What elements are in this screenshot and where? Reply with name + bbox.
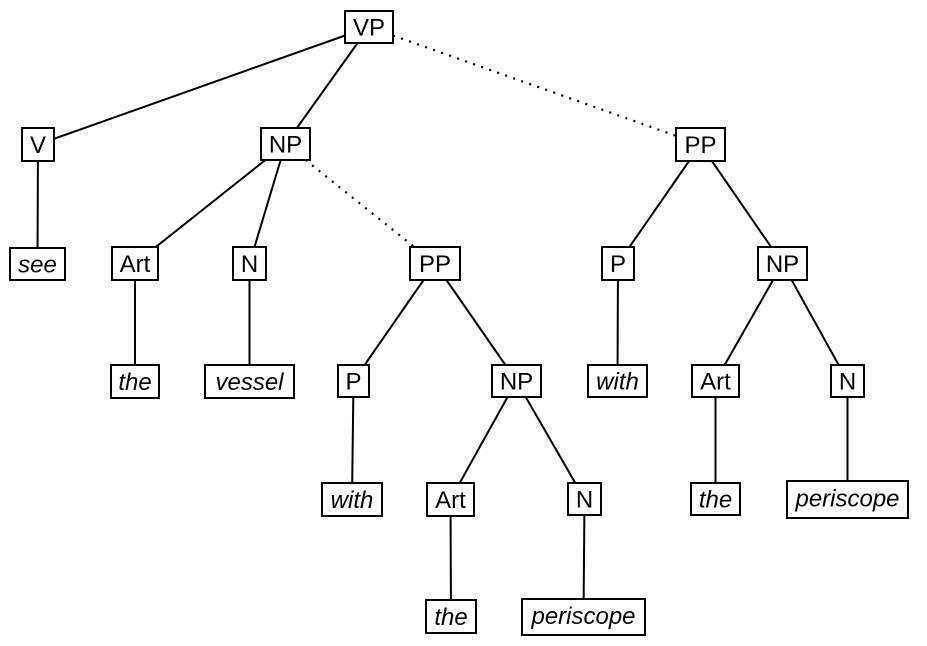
np_obj-box [260,127,311,161]
node-n_left: N [232,246,267,281]
vp-box [344,10,394,44]
the_right-box [690,482,741,516]
pp_mid-label: PP [419,251,451,278]
p_mid-label: P [345,369,361,396]
n_left-box [232,246,267,281]
leaf-with_right: with [587,364,648,398]
leaf-see: see [9,247,66,281]
np_mid-box [491,364,542,398]
see-label: see [18,252,57,279]
art_right-label: Art [700,369,731,396]
leaf-vessel: vessel [204,364,295,399]
edge-p_right-with_right [616,263,619,382]
edge-v-see [36,144,39,265]
p_mid-box [337,364,370,398]
node-art_right: Art [691,364,740,398]
art_right-box [691,364,740,398]
edge-np_obj-n_left [248,143,287,264]
node-pp_mid: PP [409,246,461,281]
periscope_mid-label: periscope [530,603,635,630]
vessel-box [204,364,295,399]
with_mid-box [321,482,383,517]
node-v: V [21,127,55,162]
art_left-box [111,246,159,281]
pp_mid-box [409,246,461,281]
with_mid-label: with [331,487,374,514]
edge-np_right-n_right [781,263,849,382]
node-pp_right: PP [675,127,726,162]
edge-p_mid-with_mid [351,380,355,500]
the_left-label: the [118,369,151,396]
node-np_obj: NP [260,127,311,161]
edge-vp-v [37,26,370,146]
with_right-label: with [596,369,639,396]
edge-art_mid-the_mid [449,499,452,617]
edge-pp_mid-p_mid [352,262,436,382]
the_mid-label: the [434,604,467,631]
leaf-the_right: the [690,482,741,516]
node-art_left: Art [111,246,159,281]
node-np_right: NP [757,246,808,281]
the_mid-box [425,599,477,634]
the_left-box [110,364,160,399]
edge-np_mid-art_mid [449,380,518,500]
see-box [9,247,66,281]
v-label: V [30,132,46,159]
edge-vp-np_obj [284,26,370,145]
node-vp: VP [344,10,394,44]
np_mid-label: NP [500,369,533,396]
leaf-periscope_mid: periscope [521,598,646,636]
edge-vp-pp_right-alternative-attachment [368,25,701,146]
edge-n_mid-periscope_mid [582,498,586,618]
edge-np_mid-n_mid [515,380,586,500]
node-art_mid: Art [426,482,475,517]
edge-np_obj-pp_mid-alternative-attachment [284,143,436,265]
node-n_right: N [830,364,865,398]
n_mid-label: N [576,487,593,514]
with_right-box [587,364,648,398]
p_right-box [601,246,635,281]
edge-np_right-art_right [714,263,784,382]
edge-pp_right-np_right [699,143,784,265]
edge-pp_mid-np_mid [434,262,518,382]
edge-pp_right-p_right [617,143,702,265]
n_right-box [830,364,865,398]
art_mid-box [426,482,475,517]
leaf-periscope_right: periscope [786,480,909,519]
periscope_mid-box [521,598,646,636]
node-p_mid: P [337,364,370,398]
periscope_right-box [786,480,909,519]
edge-np_obj-art_left [134,143,287,265]
node-p_right: P [601,246,635,281]
art_left-label: Art [120,251,151,278]
leaf-the_mid: the [425,599,477,634]
n_left-label: N [241,251,258,278]
n_right-label: N [839,369,856,396]
the_right-label: the [699,487,732,514]
leaf-with_mid: with [321,482,383,517]
art_mid-label: Art [435,487,466,514]
leaf-the_left: the [110,364,160,399]
node-n_mid: N [567,482,602,516]
n_mid-box [567,482,602,516]
vp-label: VP [353,15,385,42]
np_right-box [757,246,808,281]
np_right-label: NP [766,251,799,278]
vessel-label: vessel [215,369,284,396]
np_obj-label: NP [269,132,302,159]
periscope_right-label: periscope [794,486,899,513]
pp_right-label: PP [684,132,716,159]
p_right-label: P [610,251,626,278]
node-np_mid: NP [491,364,542,398]
pp_right-box [675,127,726,162]
v-box [21,127,55,162]
